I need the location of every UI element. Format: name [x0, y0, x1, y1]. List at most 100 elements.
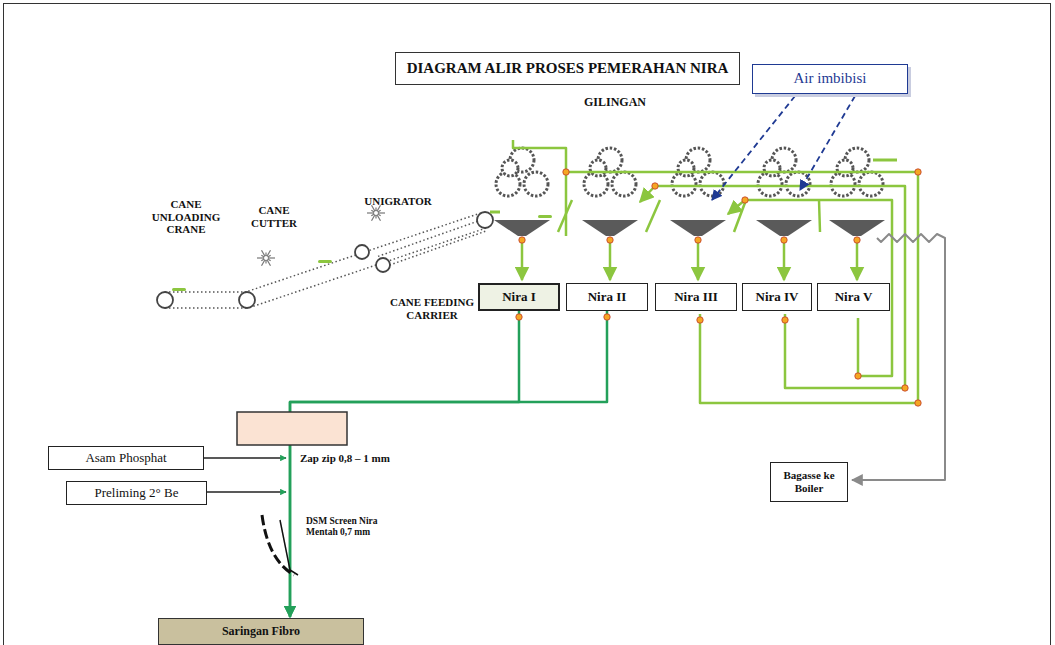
dsm-screen-frame	[280, 520, 298, 575]
chemical-box: Preliming 2° Be	[66, 481, 207, 505]
junction-dot	[695, 237, 701, 243]
junction-dot	[516, 314, 522, 320]
juice-hopper	[582, 220, 638, 236]
dosing-arrow	[204, 457, 286, 458]
mill-roll	[786, 172, 810, 196]
junction-dot	[742, 197, 748, 203]
mill-roll	[590, 160, 606, 176]
imbibition-arrow	[800, 96, 855, 190]
juice-return-line	[728, 200, 892, 376]
bagasse-carrier	[490, 211, 500, 214]
cutter-hub	[374, 211, 379, 216]
juice-return-line	[640, 186, 905, 388]
conveyor-belt	[378, 219, 483, 256]
junction-dot	[855, 373, 861, 379]
dosing-arrow	[207, 491, 286, 492]
node-text: Bagasse ke Boiler	[776, 469, 842, 494]
juice-hopper	[494, 220, 550, 236]
juice-arrow	[783, 240, 786, 280]
juice-arrow	[521, 240, 524, 280]
equipment-label: CANE CUTTER	[243, 204, 305, 229]
mill-roll	[612, 172, 636, 196]
equipment-label: CANE FEEDING CARRIER	[382, 296, 482, 321]
node-text: Preliming 2° Be	[95, 486, 179, 501]
junction-dot	[519, 237, 525, 243]
conveyor-pulley	[239, 292, 255, 308]
bagasse-carrier	[646, 200, 660, 232]
mill-roll	[524, 172, 548, 196]
bagasse-line	[852, 234, 945, 480]
juice-arrow	[609, 240, 612, 280]
bagasse-carrier	[873, 159, 897, 162]
mill-roll	[837, 160, 853, 176]
conveyor-belt	[250, 228, 488, 308]
juice-box: Nira III	[655, 283, 737, 311]
juice-return-line	[566, 172, 918, 403]
node-text: Saringan Fibro	[222, 625, 300, 639]
juice-arrow	[697, 240, 700, 280]
juice-box: Nira II	[566, 283, 648, 311]
juice-flow-line	[290, 311, 607, 617]
juice-arrow	[856, 240, 859, 280]
junction-dot	[915, 169, 921, 175]
spec-label: DSM Screen Nira Mentah 0,7 mm	[306, 516, 404, 538]
junction-dot	[915, 400, 921, 406]
node-text: Nira I	[502, 290, 536, 305]
junction-dot	[652, 183, 658, 189]
mill-roll	[502, 160, 518, 176]
node-text: Nira IV	[756, 290, 799, 305]
conveyor-belt	[165, 291, 247, 293]
juice-hopper	[670, 220, 726, 236]
conveyor-pulley	[477, 212, 493, 228]
section-label: GILINGAN	[560, 96, 670, 110]
equipment-label: UNIGRATOR	[348, 195, 448, 208]
juice-return-line	[513, 140, 566, 172]
conveyor-pulley	[355, 245, 369, 259]
junction-dot	[782, 317, 788, 323]
cane-piece	[318, 260, 332, 263]
imbibition-arrow	[712, 96, 795, 200]
diagram-title: DIAGRAM ALIR PROSES PEMERAHAN NIRA	[407, 60, 729, 77]
cutter-hub	[264, 256, 269, 261]
juice-box: Nira V	[817, 283, 890, 311]
node-text: Nira V	[835, 290, 873, 305]
juice-hopper	[756, 220, 812, 236]
node-text: Nira II	[588, 290, 627, 305]
filter-box: Saringan Fibro	[158, 618, 364, 645]
mill-roll	[678, 160, 694, 176]
mill-roll	[859, 172, 883, 196]
spec-label: Zap zip 0,8 – 1 mm	[300, 452, 404, 465]
node-text: Asam Phosphat	[85, 451, 166, 466]
conveyor-pulley	[376, 258, 390, 272]
equipment-label: CANE UNLOADING CRANE	[138, 198, 234, 236]
conveyor-pulley	[157, 292, 173, 308]
junction-dot	[604, 314, 610, 320]
mill-roll	[764, 160, 780, 176]
junction-dot	[781, 237, 787, 243]
output-box: Bagasse ke Boiler	[770, 462, 848, 502]
conveyor-belt	[165, 307, 247, 309]
bagasse-carrier	[819, 200, 820, 232]
cane-piece	[538, 215, 552, 218]
junction-dot	[697, 317, 703, 323]
juice-box: Nira I	[478, 283, 560, 311]
cane-piece	[172, 288, 186, 291]
junction-dot	[607, 237, 613, 243]
title-box: DIAGRAM ALIR PROSES PEMERAHAN NIRA	[395, 52, 740, 85]
juice-tank	[237, 412, 347, 445]
junction-dot	[854, 237, 860, 243]
page-frame	[4, 4, 1051, 645]
junction-dot	[902, 385, 908, 391]
node-text: Nira III	[674, 290, 718, 305]
junction-dot	[563, 169, 569, 175]
juice-hopper	[829, 220, 885, 236]
juice-box: Nira IV	[742, 283, 812, 311]
node-text: Air imbibisi	[794, 70, 867, 87]
chemical-box: Asam Phosphat	[48, 446, 204, 470]
input-box: Air imbibisi	[752, 64, 908, 94]
juice-flow-line	[290, 311, 519, 617]
